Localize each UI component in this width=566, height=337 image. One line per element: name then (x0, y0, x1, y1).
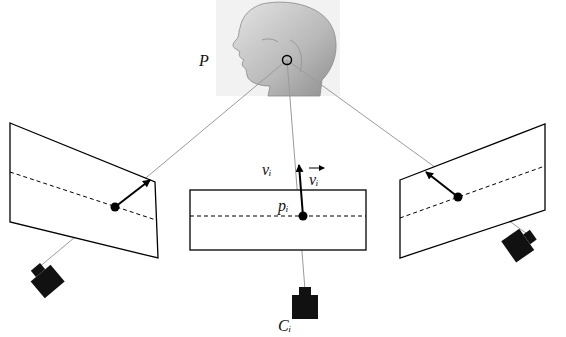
head-backdrop (216, 0, 340, 96)
camera-left (25, 259, 64, 299)
vector-arrow (309, 168, 324, 169)
image-point-label: pᵢ (278, 198, 289, 214)
direction-vector-label: vᵢ (309, 172, 319, 188)
ear (290, 40, 302, 72)
camera-label: Cᵢ (278, 318, 291, 334)
head-model (233, 2, 336, 96)
middle-image-plane (190, 165, 366, 250)
point-marker (283, 56, 292, 65)
camera-middle (292, 287, 318, 319)
left-image-plane (10, 123, 158, 258)
point-label: P (199, 53, 209, 69)
brow (262, 39, 278, 42)
camera-right (501, 224, 540, 263)
ray-label: vᵢ (262, 162, 272, 178)
